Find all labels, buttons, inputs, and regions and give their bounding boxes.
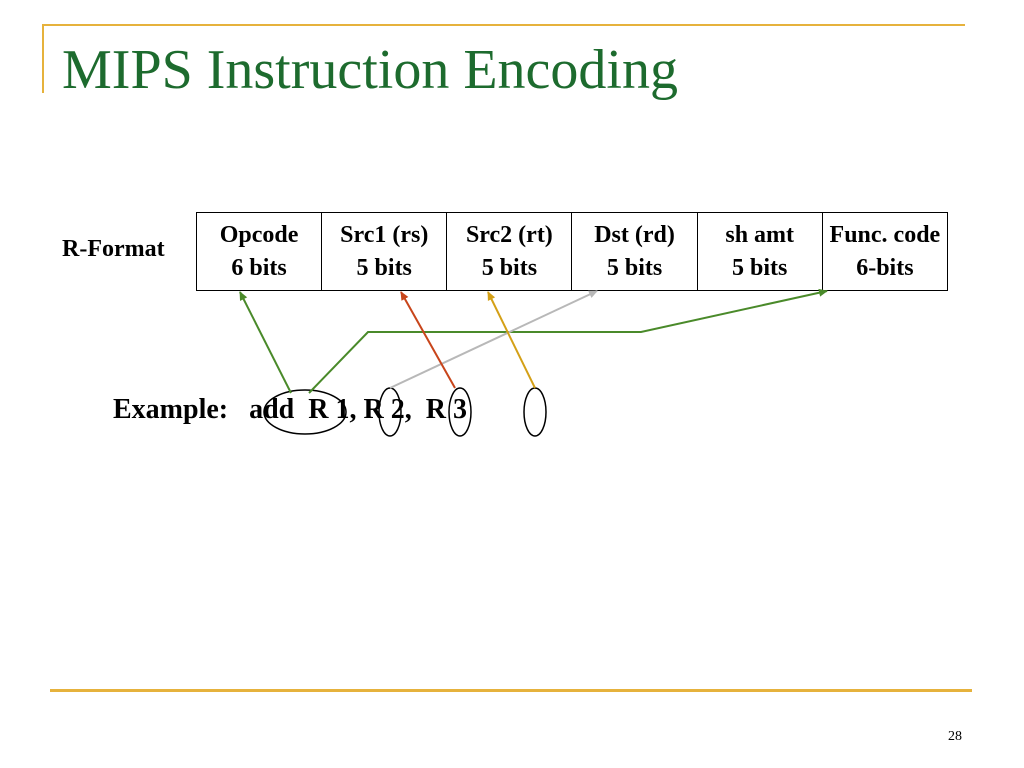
field-size: 5 bits xyxy=(732,254,788,281)
example-operand-3: R 3 xyxy=(425,394,467,425)
example-line: Example: add R 1, R 2, R 3 xyxy=(113,394,467,425)
field-name: Func. code xyxy=(829,222,941,249)
arrow-r1-to-dst xyxy=(389,290,598,389)
field-size: 6 bits xyxy=(231,254,287,281)
slide-title: MIPS Instruction Encoding xyxy=(62,39,678,101)
field-src1: Src1 (rs) 5 bits xyxy=(321,212,448,291)
r-format-field-table: Opcode 6 bits Src1 (rs) 5 bits Src2 (rt) 5 … xyxy=(195,212,949,291)
field-size: 5 bits xyxy=(606,254,663,281)
r1-circle xyxy=(378,387,402,437)
r-format-label: R-Format xyxy=(62,236,165,262)
left-accent-line xyxy=(42,24,44,93)
example-operand-1: R 1 xyxy=(308,394,350,425)
field-size: 5 bits xyxy=(481,254,538,281)
add-circle xyxy=(263,389,347,435)
arrow-r3-to-src2 xyxy=(487,291,536,389)
field-shamt: sh amt 5 bits xyxy=(696,212,823,291)
field-size: 6-bits xyxy=(856,254,914,281)
r2-circle xyxy=(448,387,472,437)
field-name: Dst (rd) xyxy=(594,222,675,249)
field-name: Opcode xyxy=(219,222,299,249)
arrow-r2-to-src1 xyxy=(400,291,456,389)
field-name: Src2 (rt) xyxy=(465,222,553,249)
arrow-add-to-func-code xyxy=(308,288,828,394)
field-name: sh amt xyxy=(725,222,795,249)
example-label: Example: xyxy=(113,394,229,425)
page-number: 28 xyxy=(948,729,962,744)
field-opcode: Opcode 6 bits xyxy=(195,212,323,291)
r3-circle xyxy=(523,387,547,437)
field-func-code: Func. code 6-bits xyxy=(821,212,949,291)
top-accent-line xyxy=(42,24,965,26)
arrow-add-to-opcode xyxy=(239,291,292,394)
field-name: Src1 (rs) xyxy=(340,222,429,249)
bottom-accent-line xyxy=(50,689,972,692)
field-size: 5 bits xyxy=(356,254,412,281)
field-dst: Dst (rd) 5 bits xyxy=(571,212,698,291)
field-src2: Src2 (rt) 5 bits xyxy=(446,212,573,291)
